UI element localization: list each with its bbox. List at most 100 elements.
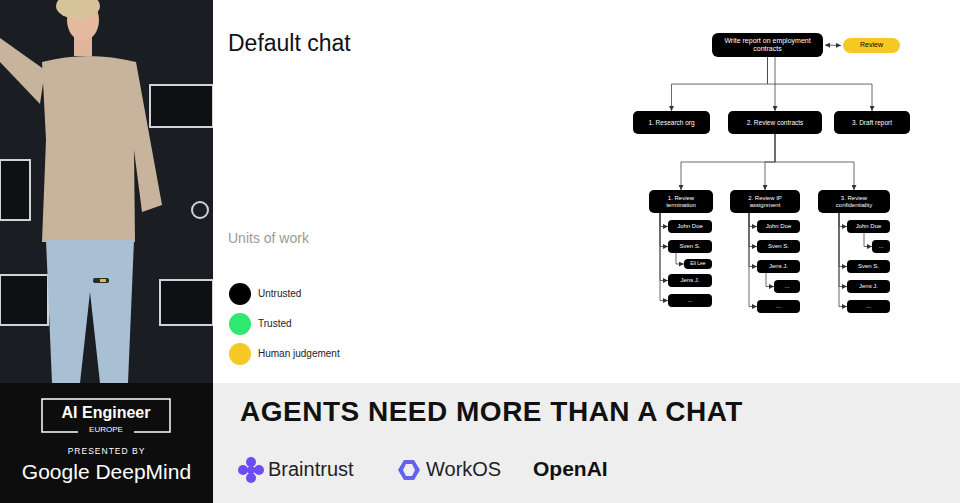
event-region: EUROPE — [78, 426, 134, 435]
task-box: 3. Review confidentiality — [818, 190, 890, 213]
person-pill: ... — [757, 300, 800, 313]
node-text: John Doe — [677, 223, 703, 230]
connector-arrow — [660, 213, 668, 247]
connector-arrow — [660, 213, 668, 281]
node-text: Sven S. — [768, 243, 789, 250]
speaker-hair — [56, 0, 100, 19]
person-pill: John Doe — [847, 220, 890, 233]
node-text: 2. Review IP assignment — [734, 195, 796, 209]
node-text: John Doe — [766, 223, 792, 230]
node-text: Sven S. — [858, 263, 879, 270]
connector-arrow — [825, 45, 841, 46]
node-text: 2. Review contracts — [747, 119, 804, 126]
person-pill: ... — [668, 294, 712, 307]
person-pill: Sven S. — [668, 240, 712, 253]
connector-arrow — [660, 213, 668, 227]
speaker-shirt — [42, 56, 162, 242]
legend-label: Human judgement — [258, 348, 340, 359]
connector-arrow — [839, 213, 847, 287]
connector-arrow — [775, 134, 854, 190]
node-text: Jens J. — [769, 263, 788, 270]
task-box: 1. Research org — [633, 111, 710, 134]
stage-panel — [150, 85, 213, 127]
task-box: 2. Review contracts — [728, 111, 822, 134]
connector-arrow — [864, 233, 872, 247]
sponsor-logo: Braintrust — [268, 458, 354, 481]
connector-arrow — [768, 57, 873, 111]
talk-title: AGENTS NEED MORE THAN A CHAT — [240, 396, 743, 428]
person-pill: ... — [847, 300, 890, 313]
slide-title: Default chat — [228, 30, 351, 57]
event-name: AI Engineer — [42, 404, 170, 422]
clicker — [100, 279, 106, 282]
legend-label: Untrusted — [258, 288, 301, 299]
task-box: 1. Review termination — [649, 190, 713, 213]
person-pill: John Doe — [668, 220, 712, 233]
person-pill: ... — [872, 240, 890, 253]
person-pill: Sven S. — [847, 260, 890, 273]
connector-arrow — [765, 134, 775, 190]
connector-arrow — [749, 213, 757, 247]
stage-panel — [160, 280, 213, 325]
braintrust-icon — [238, 457, 264, 483]
speaker-arm — [0, 38, 45, 104]
person-pill: Sven S. — [757, 240, 800, 253]
section-label: Units of work — [228, 230, 309, 246]
node-text: Review — [860, 41, 883, 49]
node-text: Write report on employment contracts — [717, 37, 818, 53]
presented-by: PRESENTED BY — [0, 446, 213, 456]
stage-panel — [0, 275, 48, 325]
legend-swatch — [229, 283, 251, 305]
connector-arrow — [749, 213, 757, 267]
person-pill: John Doe — [757, 220, 800, 233]
connector-arrow — [681, 134, 775, 190]
stage-logo — [192, 202, 208, 218]
speaker-jeans — [46, 240, 134, 383]
node-text: Sven S. — [679, 243, 700, 250]
node-text: Jens J. — [859, 283, 878, 290]
workos-icon — [398, 460, 420, 480]
person-pill: ... — [774, 280, 800, 293]
task-box: Write report on employment contracts — [712, 33, 823, 57]
node-text: ... — [687, 297, 692, 304]
node-text: 3. Draft report — [852, 119, 892, 126]
node-text: ... — [784, 283, 789, 290]
person-pill: Jens J. — [668, 274, 712, 287]
sponsor-name: Google DeepMind — [0, 460, 213, 484]
connector-arrow — [672, 57, 768, 111]
stage-panel — [0, 160, 30, 220]
node-text: 1. Research org — [648, 119, 694, 126]
node-text: ... — [776, 303, 781, 310]
connector-arrow — [749, 213, 757, 307]
connector-arrow — [660, 213, 668, 301]
person-pill: Jens J. — [847, 280, 890, 293]
review-pill: Review — [843, 38, 900, 53]
legend-swatch — [229, 343, 251, 365]
sponsor-logo: WorkOS — [426, 458, 501, 481]
connector-arrow — [749, 213, 757, 227]
node-text: 3. Review confidentiality — [822, 195, 886, 209]
task-box: 2. Review IP assignment — [730, 190, 800, 213]
person-pill: Jens J. — [757, 260, 800, 273]
banner-right — [213, 383, 960, 503]
connector-arrow — [766, 273, 774, 287]
slide-background — [213, 0, 960, 383]
clicker — [93, 278, 109, 283]
legend-swatch — [229, 313, 251, 335]
node-text: ... — [878, 243, 883, 250]
stage-background — [0, 0, 213, 383]
node-text: ... — [866, 303, 871, 310]
connector-arrow — [839, 213, 847, 307]
connector-arrow — [839, 213, 847, 227]
connector-arrow — [839, 213, 847, 267]
workos-icon — [403, 464, 415, 476]
node-text: John Doe — [856, 223, 882, 230]
sponsor-logo: OpenAI — [533, 457, 608, 481]
connector-arrow — [676, 253, 684, 264]
node-text: Jens J. — [680, 277, 699, 284]
task-box: 3. Draft report — [834, 111, 910, 134]
